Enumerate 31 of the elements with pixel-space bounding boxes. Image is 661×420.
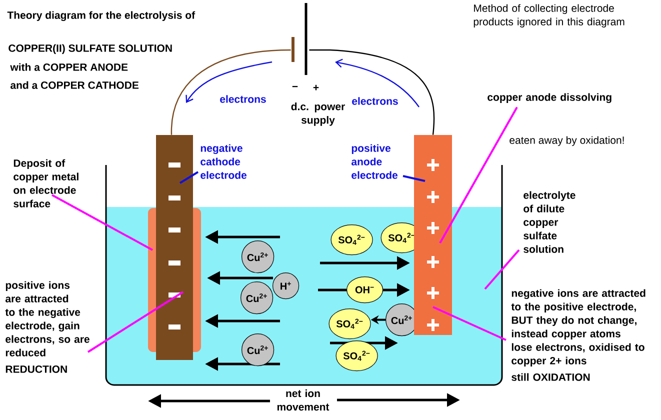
leader-line bbox=[179, 171, 199, 184]
annotation: negative ions are attracted to the positive electrode, BUT they do not change, instead copper atoms lose electrons, oxidised to copper 2+ ions still OXIDATION bbox=[511, 289, 646, 381]
wire bbox=[170, 49, 291, 135]
subtitle: and a COPPER CATHODE bbox=[10, 81, 139, 89]
electron-label: electrons bbox=[352, 97, 398, 105]
annotation: electrolyte of dilute copper sulfate solution bbox=[524, 191, 576, 253]
subtitle: COPPER(II) SULFATE SOLUTION bbox=[8, 44, 172, 54]
note: Method of collecting electrode products ignored in this diagram bbox=[474, 4, 624, 28]
subtitle: with a COPPER ANODE bbox=[10, 63, 128, 71]
annotation: positive anode electrode bbox=[352, 144, 398, 179]
polarity-sign: + bbox=[313, 84, 319, 90]
wire bbox=[309, 49, 435, 135]
movement-label: net ion movement bbox=[277, 389, 330, 411]
annotation: copper anode dissolving bbox=[488, 93, 612, 104]
leader-line bbox=[439, 106, 518, 244]
battery-symbol bbox=[292, 3, 308, 75]
anode-bar bbox=[414, 135, 452, 335]
power-supply-label: d.c. power supply bbox=[291, 102, 345, 126]
leader-line bbox=[402, 175, 426, 182]
leader-line bbox=[484, 249, 520, 290]
annotation: Deposit of copper metal on electrode surface bbox=[14, 159, 78, 208]
title: Theory diagram for the electrolysis of bbox=[7, 11, 196, 22]
annotation: positive ions are attracted to the negative electrode, gain electrons, so are reduced REDUCTION bbox=[5, 281, 90, 373]
polarity-sign: − bbox=[292, 86, 298, 88]
annotation: negative cathode electrode bbox=[200, 144, 247, 179]
cathode-bar bbox=[156, 135, 193, 360]
leader-line bbox=[52, 194, 153, 251]
leader-line bbox=[87, 291, 184, 353]
electron-label: electrons bbox=[220, 95, 266, 103]
leader-line bbox=[432, 306, 506, 341]
annotation: eaten away by oxidation! bbox=[510, 136, 624, 146]
